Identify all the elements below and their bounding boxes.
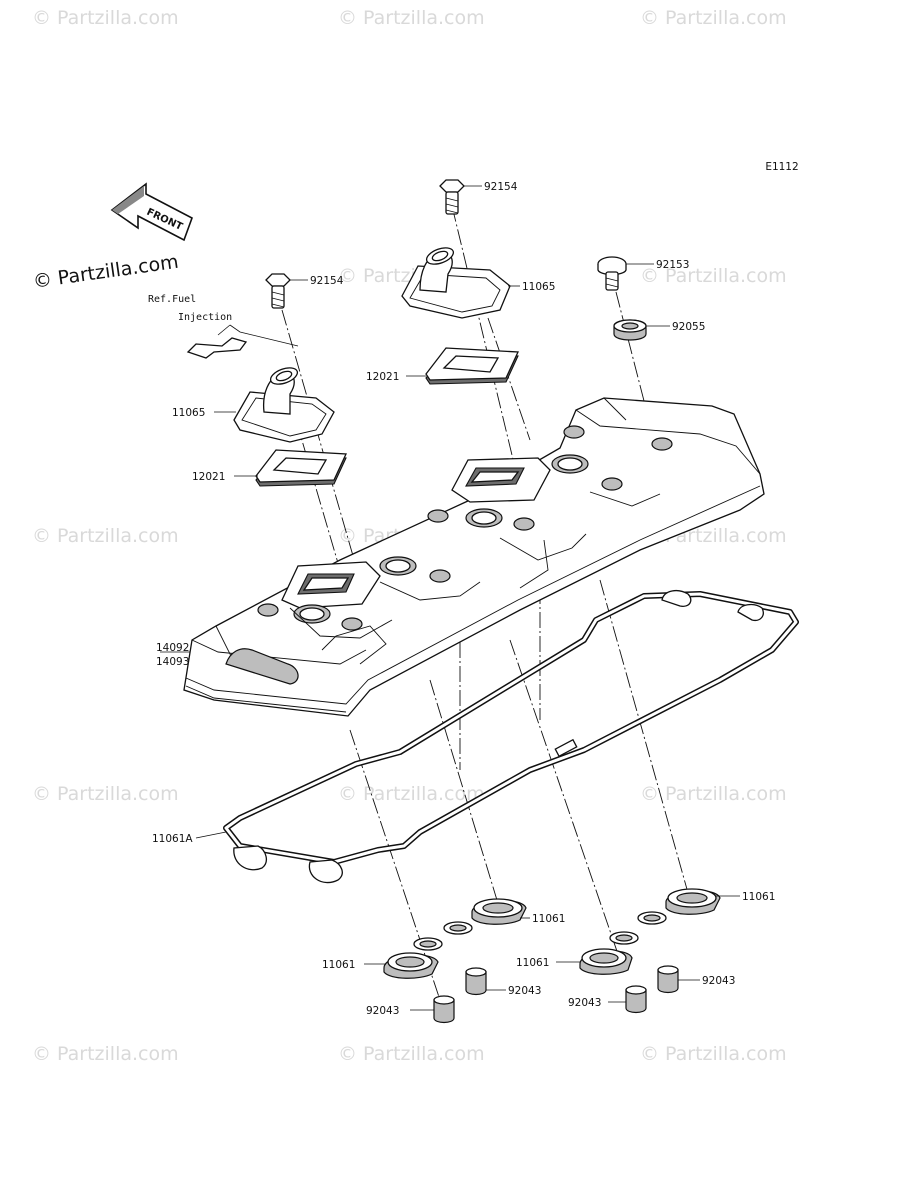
plug-gasket-11061-1 xyxy=(383,937,443,979)
watermark-text: © Partzilla.com xyxy=(640,7,787,29)
watermark-text: © Partzilla.com xyxy=(32,525,179,547)
label-11061-4: 11061 xyxy=(742,891,775,903)
label-92043-3: 92043 xyxy=(568,997,601,1009)
brand-mark: © Partzilla.com xyxy=(32,251,180,293)
label-11065-left: 11065 xyxy=(172,407,205,419)
breather-cover-11065-left xyxy=(233,367,335,443)
label-14093: 14093 xyxy=(156,656,189,668)
dowel-92043-4 xyxy=(657,965,679,994)
bolt-92153 xyxy=(597,256,627,291)
diagram-code: E1112 xyxy=(765,161,798,173)
label-92153: 92153 xyxy=(656,259,689,271)
dowel-92043-3 xyxy=(625,985,647,1014)
bolt-92154-left xyxy=(265,273,291,309)
watermark-text: © Partzilla.com xyxy=(640,783,787,805)
dowel-92043-1 xyxy=(433,995,455,1024)
label-92055: 92055 xyxy=(672,321,705,333)
label-11061-2: 11061 xyxy=(532,913,565,925)
label-92043-2: 92043 xyxy=(508,985,541,997)
watermark-text: © Partzilla.com xyxy=(338,1043,485,1065)
front-arrow-icon: FRONT xyxy=(110,182,193,242)
label-11061-3: 11061 xyxy=(516,957,549,969)
label-92043-1: 92043 xyxy=(366,1005,399,1017)
label-92043-4: 92043 xyxy=(702,975,735,987)
watermark-text: © Partzilla.com xyxy=(32,783,179,805)
watermark-text: © Partzilla.com xyxy=(32,7,179,29)
label-14092: 14092 xyxy=(156,642,189,654)
label-12021-right: 12021 xyxy=(366,371,399,383)
plug-gasket-11061-3 xyxy=(579,931,639,975)
watermark-text: © Partzilla.com xyxy=(32,1043,179,1065)
plug-gasket-11061-4 xyxy=(637,888,721,925)
label-11061-1: 11061 xyxy=(322,959,355,971)
reference-note-line1: Ref.Fuel xyxy=(148,294,196,305)
grommet-92055 xyxy=(613,319,647,341)
label-12021-left: 12021 xyxy=(192,471,225,483)
label-11065-right: 11065 xyxy=(522,281,555,293)
plate-12021-left xyxy=(255,449,347,487)
watermark-text: © Partzilla.com xyxy=(338,783,485,805)
cylinder-head-cover xyxy=(183,397,765,717)
plate-12021-right xyxy=(425,347,519,385)
gasket-11061a xyxy=(223,589,799,884)
label-92154-left: 92154 xyxy=(310,275,344,287)
watermark-text: © Partzilla.com xyxy=(338,7,485,29)
label-11061a: 11061A xyxy=(152,833,193,845)
breather-cover-11065-right xyxy=(401,247,511,319)
bolt-92154-top xyxy=(439,179,465,215)
reference-note-line2: Injection xyxy=(178,312,232,323)
label-92154-top: 92154 xyxy=(484,181,518,193)
dowel-92043-2 xyxy=(465,967,487,996)
plug-gasket-11061-2 xyxy=(443,898,527,935)
reference-note: Ref.Fuel Injection xyxy=(148,294,299,359)
watermark-text: © Partzilla.com xyxy=(640,265,787,287)
watermark-text: © Partzilla.com xyxy=(640,1043,787,1065)
